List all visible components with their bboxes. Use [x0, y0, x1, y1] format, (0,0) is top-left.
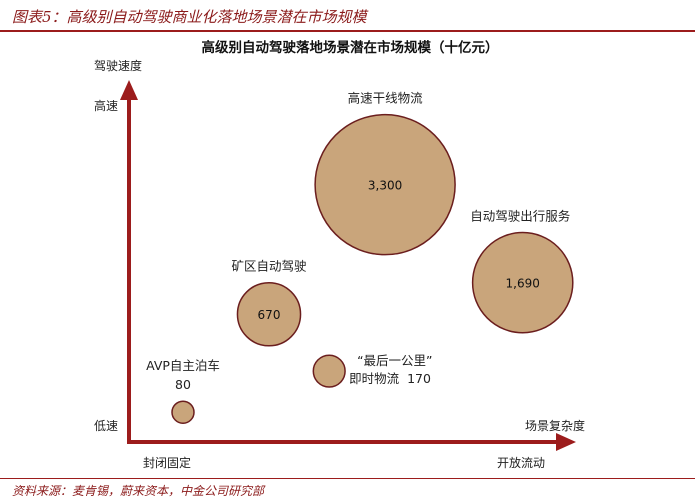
bubble-name-label-1: 矿区自动驾驶	[231, 259, 307, 274]
figure-title: 图表5：高级别自动驾驶商业化落地场景潜在市场规模	[12, 8, 367, 26]
bubble-0	[171, 400, 195, 424]
bubble-name-label-2: “最后一公里”即时物流	[349, 353, 432, 386]
bubble-chart: 高级别自动驾驶落地场景潜在市场规模（十亿元） 驾驶速度 高速 低速 场景复杂度 …	[94, 39, 585, 470]
chart-title: 高级别自动驾驶落地场景潜在市场规模（十亿元）	[202, 39, 499, 56]
x-axis-arrow	[556, 433, 576, 451]
y-axis-label: 驾驶速度	[94, 58, 142, 73]
source-note: 资料来源：麦肯锡，蔚来资本，中金公司研究部	[12, 484, 265, 498]
x-axis-label: 场景复杂度	[525, 418, 585, 433]
y-high-label: 高速	[94, 98, 118, 113]
y-axis-arrow	[120, 80, 138, 100]
bubble-2	[312, 354, 346, 388]
top-rule	[0, 30, 695, 32]
bubble-name-label-3: 高速干线物流	[348, 91, 424, 106]
bubble-1	[236, 281, 302, 347]
bubble-value-label-4: 1,690	[506, 277, 540, 291]
bubble-3	[314, 113, 456, 256]
axes	[120, 80, 576, 451]
x-high-label: 开放流动	[497, 455, 545, 470]
bubble-name-label-4: 自动驾驶出行服务	[470, 209, 570, 224]
bottom-rule	[0, 478, 695, 479]
bubble-value-label-0: 80	[175, 377, 191, 392]
x-low-label: 封闭固定	[143, 455, 191, 470]
bubble-4	[471, 231, 574, 334]
bubble-name-label-0: AVP自主泊车	[146, 358, 220, 373]
y-low-label: 低速	[94, 419, 118, 433]
bubble-value-label-3: 3,300	[368, 179, 402, 193]
bubble-value-label-1: 670	[258, 308, 281, 322]
bubble-value-label-2: 170	[407, 371, 431, 386]
